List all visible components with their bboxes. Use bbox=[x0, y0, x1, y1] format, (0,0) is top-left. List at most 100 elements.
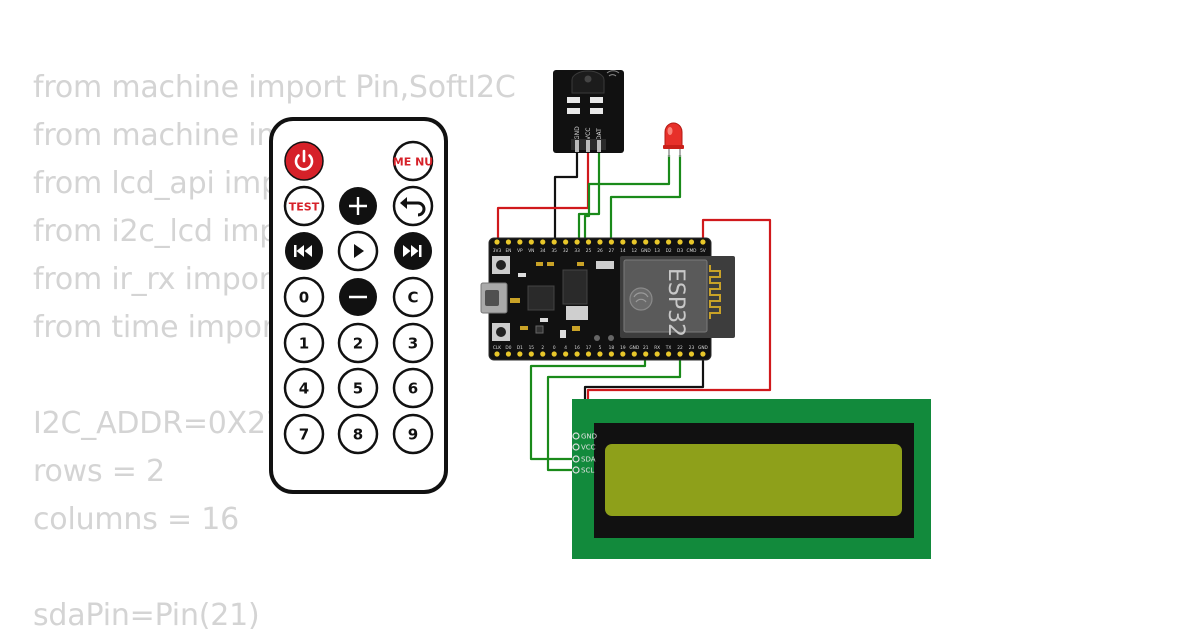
six-button[interactable]: 6 bbox=[392, 367, 434, 409]
ir-pin-dat-label: DAT bbox=[596, 128, 603, 140]
esp32-top-pin-label: 34 bbox=[540, 248, 546, 254]
esp32-bottom-pin bbox=[631, 351, 637, 357]
esp32-top-pin-label: D2 bbox=[666, 248, 672, 254]
esp32-bottom-pin-label: D1 bbox=[517, 345, 523, 351]
play-button[interactable] bbox=[337, 230, 379, 272]
code-line: I2C_ADDR=0X27 bbox=[33, 406, 285, 441]
wire-ir-vcc bbox=[496, 150, 590, 241]
ir-receiver-module: GND VCC DAT bbox=[553, 70, 624, 153]
esp32-top-pin-label: 25 bbox=[586, 248, 592, 254]
esp32-top-pin-label: 3V3 bbox=[493, 248, 502, 254]
esp32-top-pin-label: 26 bbox=[597, 248, 603, 254]
esp32-top-pin-label: 12 bbox=[632, 248, 638, 254]
esp32-bottom-pin bbox=[585, 351, 592, 357]
esp32-bottom-pin-label: D0 bbox=[505, 345, 511, 351]
lcd-pin-vcc-label: VCC bbox=[581, 444, 596, 452]
esp32-top-pin bbox=[700, 239, 706, 245]
esp32-bottom-pin-label: 15 bbox=[529, 345, 535, 351]
c-button[interactable]: C bbox=[392, 276, 434, 318]
wire-led-anode bbox=[583, 155, 671, 241]
esp32-bottom-pin-label: 16 bbox=[574, 345, 580, 351]
esp32-top-pin-label: VP bbox=[517, 248, 523, 254]
nine-button[interactable]: 9 bbox=[392, 413, 434, 455]
esp32-bottom-pin-label: GND bbox=[698, 345, 709, 351]
c-label: C bbox=[407, 289, 418, 307]
zero-label: 0 bbox=[299, 289, 309, 307]
power-icon bbox=[294, 149, 314, 171]
next-button[interactable] bbox=[394, 232, 432, 270]
minus-button[interactable] bbox=[339, 278, 377, 316]
three-button[interactable]: 3 bbox=[392, 322, 434, 364]
two-button[interactable]: 2 bbox=[337, 322, 379, 364]
test-button[interactable]: TEST bbox=[283, 185, 325, 227]
esp32-bottom-pin bbox=[620, 351, 626, 357]
lcd-pin-gnd-label: GND bbox=[581, 433, 597, 441]
esp32-top-pin-label: VN bbox=[528, 248, 534, 254]
esp32-top-pin-label: EN bbox=[505, 248, 511, 254]
ir-pin-vcc-label: VCC bbox=[585, 128, 592, 140]
esp32-top-pin bbox=[585, 239, 592, 245]
plus-button[interactable] bbox=[339, 187, 377, 225]
test-label: TEST bbox=[289, 201, 320, 214]
esp32-bottom-pin-label: 4 bbox=[564, 345, 567, 351]
back-button[interactable] bbox=[392, 185, 434, 227]
esp32-bottom-pin bbox=[563, 351, 569, 357]
esp32-top-pin bbox=[608, 239, 615, 245]
one-button[interactable]: 1 bbox=[283, 322, 325, 364]
ir-pin-gnd-label: GND bbox=[574, 126, 581, 140]
esp32-top-pin bbox=[677, 239, 683, 245]
eight-button[interactable]: 8 bbox=[337, 413, 379, 455]
esp32-top-pin-label: 13 bbox=[654, 248, 660, 254]
wire-lcd-sda bbox=[529, 351, 647, 461]
esp32-top-pin-label: 35 bbox=[551, 248, 557, 254]
esp32-bottom-pin bbox=[597, 351, 603, 357]
esp32-bottom-pin bbox=[666, 351, 672, 357]
esp32-bottom-pin-label: 5 bbox=[599, 345, 602, 351]
esp32-bottom-pin bbox=[688, 351, 695, 357]
previous-button[interactable] bbox=[285, 232, 323, 270]
ir-remote[interactable]: ME NU TEST bbox=[269, 117, 448, 494]
esp32-chip-label: ESP32 bbox=[663, 268, 688, 337]
esp32-top-pin bbox=[494, 239, 500, 245]
seven-button[interactable]: 7 bbox=[283, 413, 325, 455]
code-line: sdaPin=Pin(21) bbox=[33, 598, 260, 633]
back-arrow-icon bbox=[400, 197, 426, 217]
next-icon bbox=[403, 245, 422, 257]
five-button[interactable]: 5 bbox=[337, 367, 379, 409]
lcd-pin-vcc: VCC bbox=[572, 443, 596, 452]
esp32-top-pin bbox=[688, 239, 695, 245]
previous-icon bbox=[294, 245, 312, 257]
wire-led-cathode bbox=[609, 155, 682, 241]
esp32-bottom-pin bbox=[654, 351, 660, 357]
six-label: 6 bbox=[408, 380, 418, 398]
seven-label: 7 bbox=[299, 426, 309, 444]
eight-label: 8 bbox=[353, 426, 363, 444]
four-label: 4 bbox=[299, 380, 309, 398]
one-label: 1 bbox=[299, 335, 309, 353]
zero-button[interactable]: 0 bbox=[283, 276, 325, 318]
code-line: rows = 2 bbox=[33, 454, 165, 489]
esp32-bottom-pin-label: TX bbox=[665, 345, 672, 351]
esp32-bottom-pin-label: 19 bbox=[620, 345, 626, 351]
esp32-bottom-pin-label: 21 bbox=[643, 345, 649, 351]
lcd-pin-gnd: GND bbox=[572, 432, 597, 441]
esp32-top-pin-label: 27 bbox=[609, 248, 615, 254]
two-label: 2 bbox=[353, 335, 363, 353]
menu-button[interactable]: ME NU bbox=[392, 140, 434, 182]
red-led bbox=[663, 122, 684, 157]
lcd-pin-scl-label: SCL bbox=[581, 467, 594, 475]
esp32-top-pin bbox=[517, 239, 523, 245]
power-button[interactable] bbox=[284, 141, 324, 181]
esp32-bottom-pin bbox=[517, 351, 523, 357]
esp32-top-pin bbox=[666, 239, 672, 245]
wire-ir-gnd bbox=[553, 150, 579, 241]
esp32-top-pin bbox=[597, 239, 603, 245]
esp32-bottom-pin bbox=[700, 351, 706, 357]
esp32-top-pin-label: 14 bbox=[620, 248, 626, 254]
esp32-bottom-pin-label: RX bbox=[654, 345, 660, 351]
esp32-bottom-pin-label: 0 bbox=[553, 345, 556, 351]
four-button[interactable]: 4 bbox=[283, 367, 325, 409]
